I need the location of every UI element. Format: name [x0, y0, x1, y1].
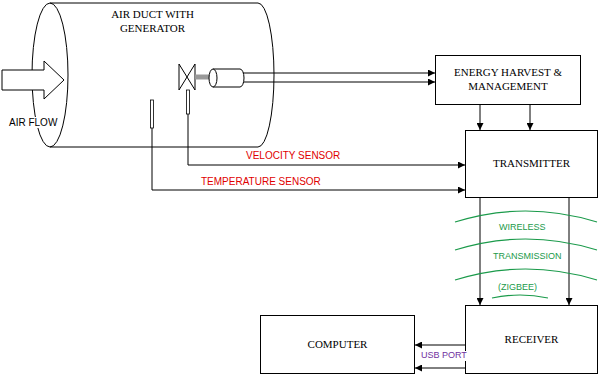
process-box: TRANSMITTER [465, 130, 598, 198]
process-box: ENERGY HARVEST & MANAGEMENT [435, 55, 581, 105]
link-label: (ZIGBEE) [497, 283, 538, 293]
wireless-wave [455, 211, 597, 222]
link-label: WIRELESS [498, 223, 547, 233]
turbine-symbol [179, 64, 195, 90]
port-label: USB PORT [420, 351, 468, 361]
duct-label: AIR DUCT WITH GENERATOR [103, 8, 203, 36]
air-duct: AIR DUCT WITH GENERATOR [30, 2, 275, 149]
signal-arrow [243, 82, 435, 83]
signal-arrow [480, 105, 481, 130]
temperature-probe [151, 100, 154, 128]
wireless-wave [455, 269, 597, 280]
process-box: COMPUTER [260, 315, 415, 374]
sensor-label: VELOCITY SENSOR [245, 150, 341, 161]
box-label: COMPUTER [308, 338, 368, 352]
sensor-line [188, 90, 465, 165]
air-flow-arrow [2, 61, 64, 99]
signal-arrow [243, 73, 435, 74]
sensor-label: TEMPERATURE SENSOR [200, 176, 322, 187]
flow-label: AIR FLOW [8, 117, 58, 128]
generator [213, 69, 244, 87]
air-flow-arrow [0, 0, 80, 110]
signal-arrow [415, 345, 465, 346]
signal-arrow [530, 105, 531, 130]
duct-body [50, 3, 274, 147]
box-label: RECEIVER [505, 333, 559, 347]
generator [209, 69, 217, 87]
signal-arrow [415, 368, 465, 369]
box-label: TRANSMITTER [493, 157, 570, 171]
signal-arrow [569, 198, 570, 305]
wireless-wave [455, 239, 597, 250]
velocity-probe [187, 90, 190, 114]
process-box: RECEIVER [465, 305, 598, 374]
link-label: TRANSMISSION [492, 252, 563, 262]
generator-shaft [195, 75, 210, 80]
wireless-wave [492, 295, 548, 298]
sensor-line [152, 100, 465, 190]
signal-arrow [480, 198, 481, 305]
box-label: ENERGY HARVEST & MANAGEMENT [443, 66, 573, 94]
